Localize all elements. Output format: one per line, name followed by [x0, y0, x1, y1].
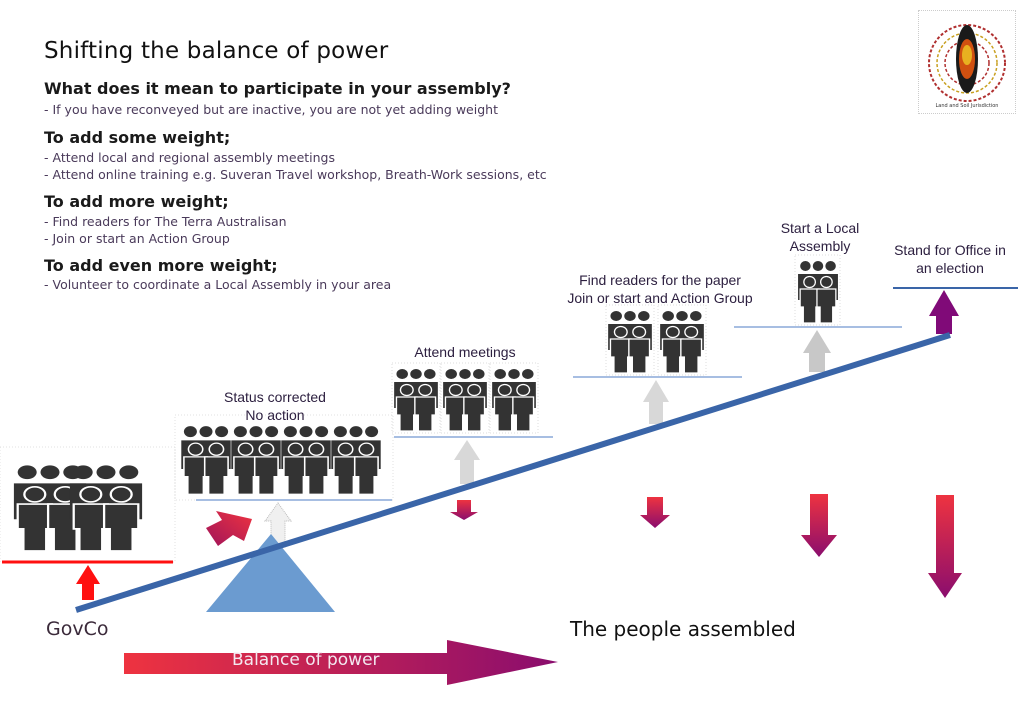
readers-people-icon — [605, 304, 707, 376]
section-item: - Attend online training e.g. Suveran Tr… — [44, 167, 547, 182]
step-label-office: Stand for Office in an election — [880, 241, 1020, 277]
section-item: - Attend local and regional assembly mee… — [44, 150, 335, 165]
svg-text:Land and Soil Jurisdiction: Land and Soil Jurisdiction — [936, 103, 999, 109]
page-title: Shifting the balance of power — [44, 38, 389, 64]
step-label-status: Status corrected No action — [200, 388, 350, 424]
step-label-line: Find readers for the paper — [579, 272, 741, 288]
status-people-icon — [180, 425, 382, 496]
meetings-up-arrow — [454, 440, 480, 484]
step-label-line: Status corrected — [224, 389, 326, 405]
readers-down-arrow — [640, 497, 670, 528]
section-heading-some-weight: To add some weight; — [44, 128, 231, 147]
local-assembly-up-arrow — [803, 330, 831, 372]
people-assembled-label: The people assembled — [570, 617, 796, 641]
meetings-people-icon — [391, 362, 539, 434]
office-down-arrow — [928, 495, 962, 598]
section-item: - If you have reconveyed but are inactiv… — [44, 102, 498, 117]
step-label-local-assembly: Start a Local Assembly — [750, 219, 890, 255]
step-label-line: Start a Local — [780, 220, 860, 236]
step-label-line: Assembly — [789, 238, 851, 254]
assembly-logo: Land and Soil Jurisdiction — [918, 10, 1016, 114]
step-label-line: an election — [916, 260, 984, 276]
balance-beam — [75, 332, 951, 613]
govco-group-frame — [0, 446, 176, 563]
local-assembly-down-arrow — [801, 494, 837, 557]
fulcrum — [206, 534, 335, 612]
shift-left-arrow — [206, 511, 252, 546]
step-label-line: Join or start and Action Group — [567, 290, 753, 306]
govco-label: GovCo — [46, 618, 109, 640]
readers-up-arrow — [643, 380, 669, 424]
step-label-line: Attend meetings — [414, 344, 516, 360]
balance-of-power-arrow — [124, 640, 558, 685]
section-heading-even-more-weight: To add even more weight; — [44, 256, 278, 275]
local-assembly-people-icon — [797, 260, 839, 324]
section-heading-more-weight: To add more weight; — [44, 192, 229, 211]
section-heading-participate: What does it mean to participate in your… — [44, 79, 511, 98]
section-item: - Volunteer to coordinate a Local Assemb… — [44, 277, 392, 292]
govco-people-icon — [12, 464, 144, 553]
step-label-meetings: Attend meetings — [390, 343, 540, 361]
meetings-down-arrow — [450, 500, 478, 520]
office-up-arrow — [929, 290, 959, 334]
step-label-line: Stand for Office in — [894, 242, 1006, 258]
step-label-line: No action — [245, 407, 305, 423]
section-item: - Find readers for The Terra Australisan — [44, 214, 287, 229]
section-item: - Join or start an Action Group — [44, 231, 230, 246]
balance-of-power-label: Balance of power — [232, 650, 380, 670]
govco-up-arrow — [76, 565, 100, 600]
step-label-readers: Find readers for the paper Join or start… — [540, 271, 780, 307]
